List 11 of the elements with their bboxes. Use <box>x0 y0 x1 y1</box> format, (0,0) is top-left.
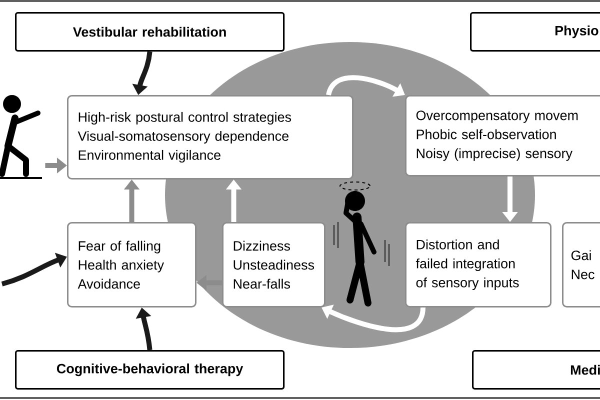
symptom-box: Dizziness Unsteadiness Near-falls <box>222 222 326 308</box>
symptom-box: Distortion and failed integration of sensory inputs <box>405 222 552 308</box>
therapy-box: Vestibular rehabilitation <box>15 12 285 52</box>
symptom-box: Overcompensatory movem Phobic self-observation Noisy (imprecise) sensory <box>405 95 600 176</box>
falling-person-drawing <box>0 95 42 179</box>
symptom-box: High-risk postural control strategies Visual-somatosensory dependence Environmental vigilance <box>67 95 354 180</box>
symptom-box: Fear of falling Health anxiety Avoidance <box>67 222 196 308</box>
symptom-box: Gai Nec <box>562 222 600 308</box>
therapy-box: Cognitive-behavioral therapy <box>15 350 285 390</box>
therapy-box: Medi <box>472 350 600 390</box>
therapy-box: Physio <box>470 12 600 52</box>
